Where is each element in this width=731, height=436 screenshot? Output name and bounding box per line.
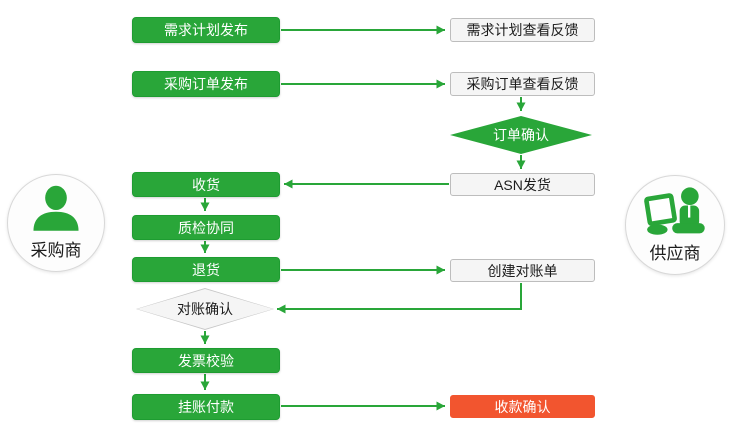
node-receipt-confirm-label: 收款确认 xyxy=(494,398,551,415)
node-po-feedback: 采购订单查看反馈 xyxy=(450,72,595,96)
node-demand-plan-publish: 需求计划发布 xyxy=(132,17,280,43)
node-invoice-verify-label: 发票校验 xyxy=(178,352,234,369)
actor-buyer: 采购商 xyxy=(7,174,105,272)
node-demand-plan-feedback: 需求计划查看反馈 xyxy=(450,18,595,42)
node-asn-ship: ASN发货 xyxy=(450,173,595,196)
node-quality-collab: 质检协同 xyxy=(132,215,280,240)
node-po-publish: 采购订单发布 xyxy=(132,71,280,97)
node-create-statement: 创建对账单 xyxy=(450,259,595,282)
actor-supplier-label: 供应商 xyxy=(649,244,701,263)
person-laptop-icon xyxy=(644,187,705,235)
node-asn-ship-label: ASN发货 xyxy=(494,176,551,193)
node-demand-plan-publish-label: 需求计划发布 xyxy=(164,22,248,38)
node-receipt-confirm: 收款确认 xyxy=(450,395,595,418)
node-quality-collab-label: 质检协同 xyxy=(178,219,234,236)
node-return-goods: 退货 xyxy=(132,257,280,282)
node-demand-plan-feedback-label: 需求计划查看反馈 xyxy=(466,22,579,38)
node-pending-payment: 挂账付款 xyxy=(132,394,280,420)
node-statement-confirm: 对账确认 xyxy=(136,288,274,330)
node-po-feedback-label: 采购订单查看反馈 xyxy=(466,76,579,92)
node-return-goods-label: 退货 xyxy=(192,261,220,278)
node-receive: 收货 xyxy=(132,172,280,197)
person-icon xyxy=(33,185,79,231)
node-receive-label: 收货 xyxy=(192,176,220,193)
node-invoice-verify: 发票校验 xyxy=(132,348,280,373)
node-statement-confirm-label: 对账确认 xyxy=(177,301,233,317)
node-pending-payment-label: 挂账付款 xyxy=(178,399,234,415)
actor-buyer-label: 采购商 xyxy=(30,241,82,260)
actor-supplier: 供应商 xyxy=(625,175,725,275)
node-po-publish-label: 采购订单发布 xyxy=(164,76,248,92)
node-order-confirm-label: 订单确认 xyxy=(493,127,549,143)
node-create-statement-label: 创建对账单 xyxy=(487,262,558,279)
node-order-confirm: 订单确认 xyxy=(450,116,592,154)
